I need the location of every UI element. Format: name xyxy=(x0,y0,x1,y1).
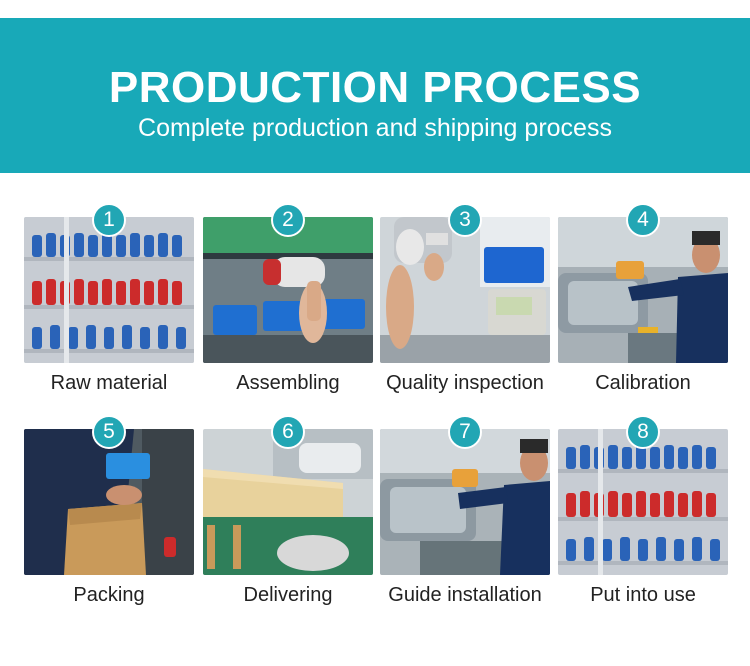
guide-installation-photo xyxy=(380,429,550,575)
step-label: Assembling xyxy=(236,372,340,394)
step-number-badge: 5 xyxy=(92,415,126,449)
step-label: Calibration xyxy=(595,372,691,394)
calibration-photo xyxy=(558,217,728,363)
step-number-badge: 8 xyxy=(626,415,660,449)
quality-inspection-photo xyxy=(380,217,550,363)
step-label: Delivering xyxy=(243,584,333,606)
step-label: Raw material xyxy=(50,372,168,394)
step-number-badge: 6 xyxy=(271,415,305,449)
step-number-badge: 2 xyxy=(271,203,305,237)
page-subtitle: Complete production and shipping process xyxy=(138,114,612,142)
step-number-badge: 1 xyxy=(92,203,126,237)
step-label: Quality inspection xyxy=(386,372,544,394)
assembling-photo xyxy=(203,217,373,363)
header-banner: PRODUCTION PROCESS Complete production a… xyxy=(0,18,750,173)
packing-photo xyxy=(24,429,194,575)
step-label: Packing xyxy=(73,584,145,606)
raw-material-photo xyxy=(24,217,194,363)
put-into-use-photo xyxy=(558,429,728,575)
step-label: Put into use xyxy=(590,584,696,606)
step-label: Guide installation xyxy=(388,584,542,606)
delivering-photo xyxy=(203,429,373,575)
step-number-badge: 4 xyxy=(626,203,660,237)
step-number-badge: 3 xyxy=(448,203,482,237)
page-title: PRODUCTION PROCESS xyxy=(108,63,642,112)
step-number-badge: 7 xyxy=(448,415,482,449)
